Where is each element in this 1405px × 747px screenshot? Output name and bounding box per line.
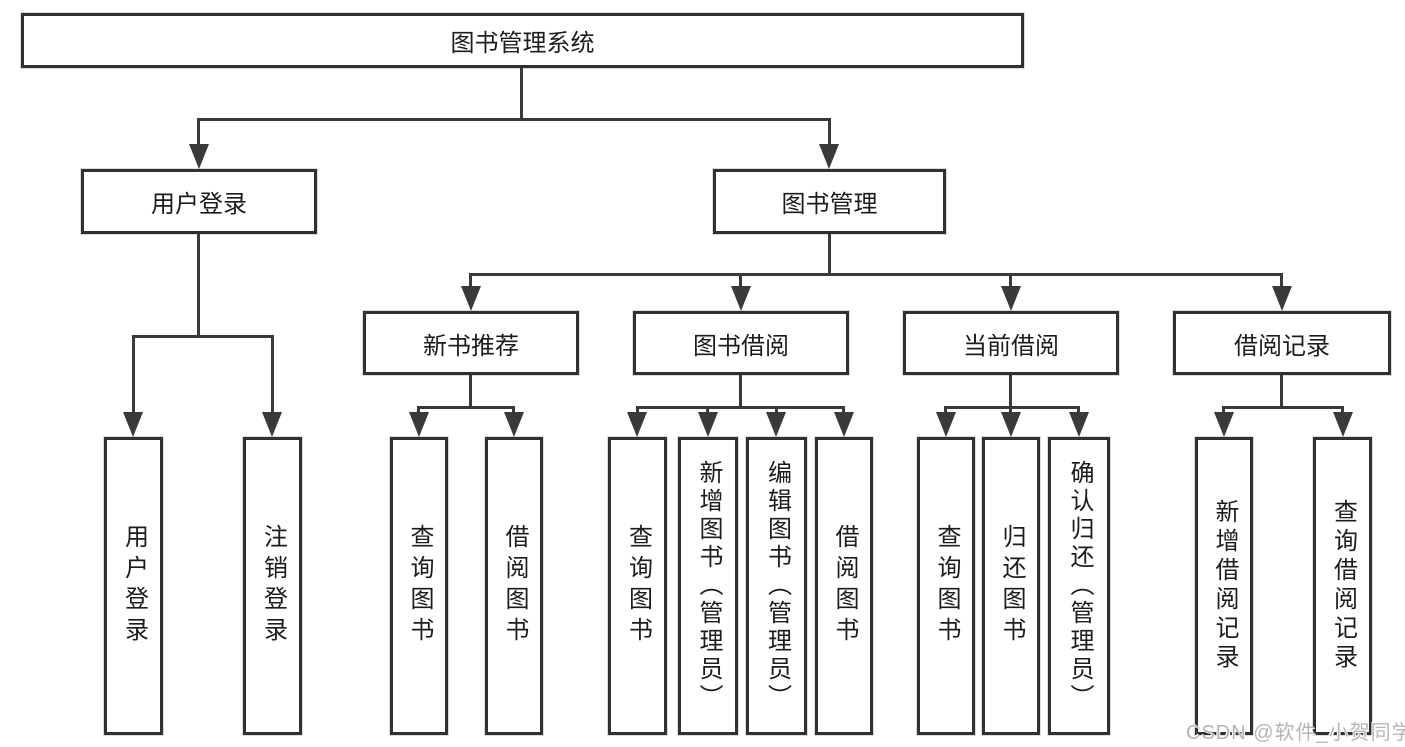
leaf-user-login: 用户登录 [104,437,163,735]
connector-line [1009,375,1012,406]
connector-line [197,234,200,335]
leaf-edit-book-admin: 编辑图书（管理员） [746,437,807,735]
node-label: 当前借阅 [963,332,1059,360]
node-label: 注销登录 [259,524,287,648]
connector-line [470,273,1283,276]
node-label: 新书推荐 [423,332,519,360]
node-label: 新增借阅记录 [1211,499,1238,673]
node-label: 查询图书 [406,524,433,648]
connector-line [636,406,639,412]
connector-line [706,406,709,412]
node-label: 编辑图书（管理员） [763,460,791,712]
connector-line [1009,273,1012,286]
node-label: 借阅记录 [1234,332,1330,360]
arrow-down-icon [1069,412,1089,437]
arrow-down-icon [1001,286,1021,311]
arrow-down-icon [1272,286,1292,311]
connector-line [944,406,947,412]
connector-line [417,406,420,412]
leaf-borrow-books-recommend: 借阅图书 [485,437,543,735]
connector-line [197,118,200,144]
arrow-down-icon [262,412,282,437]
connector-line [775,406,778,412]
node-label: 图书管理 [781,191,878,218]
arrow-down-icon [409,412,429,437]
node-book-management: 图书管理 [713,169,946,234]
connector-line [512,406,515,412]
node-label: 借阅图书 [831,524,858,648]
connector-line [828,234,831,273]
node-new-book-recommend: 新书推荐 [363,311,579,375]
arrow-down-icon [1214,412,1234,437]
node-label: 查询图书 [624,524,652,648]
leaf-confirm-return-admin: 确认归还（管理员） [1048,437,1110,735]
connector-line [1341,406,1344,412]
arrow-down-icon [819,144,839,169]
leaf-query-books-recommend: 查询图书 [390,437,448,735]
connector-line [739,375,742,406]
arrow-down-icon [627,412,647,437]
node-book-borrowing: 图书借阅 [633,311,849,375]
connector-line [842,406,845,412]
connector-line [636,406,845,409]
node-label: 确认归还（管理员） [1066,460,1093,712]
arrow-down-icon [504,412,524,437]
connector-line [1280,375,1283,406]
node-user-login: 用户登录 [81,169,317,234]
leaf-add-borrow-record: 新增借阅记录 [1195,437,1253,735]
leaf-borrow-books-borrowing: 借阅图书 [815,437,873,735]
arrow-down-icon [1001,412,1021,437]
node-label: 图书管理系统 [450,30,595,57]
node-label: 查询借阅记录 [1329,499,1357,673]
node-label: 用户登录 [120,524,148,648]
connector-line [1009,406,1012,412]
leaf-query-borrow-record: 查询借阅记录 [1313,437,1372,735]
node-label: 借阅图书 [501,524,528,648]
connector-line [132,335,274,338]
arrow-down-icon [461,286,481,311]
node-label: 用户登录 [151,191,247,218]
connector-line [1280,273,1283,286]
connector-line [1222,406,1225,412]
leaf-logout: 注销登录 [243,437,302,735]
arrow-down-icon [766,412,786,437]
connector-line [469,273,472,286]
connector-line [271,335,274,412]
leaf-return-book: 归还图书 [982,437,1040,735]
connector-line [198,118,831,121]
arrow-down-icon [731,286,751,311]
arrow-down-icon [698,412,718,437]
arrow-down-icon [936,412,956,437]
connector-line [469,375,472,406]
connector-line [1077,406,1080,412]
node-library-management-system: 图书管理系统 [21,13,1024,68]
arrow-down-icon [123,412,143,437]
node-label: 查询图书 [933,524,960,648]
node-label: 新增图书（管理员） [695,460,722,712]
connector-line [1222,406,1343,409]
leaf-add-book-admin: 新增图书（管理员） [678,437,738,735]
connector-line [417,406,515,409]
node-label: 图书借阅 [693,332,789,360]
leaf-query-books-current: 查询图书 [917,437,975,735]
connector-line [132,335,135,412]
connector-line [828,118,831,144]
node-current-borrowing: 当前借阅 [903,311,1119,375]
connector-line [520,68,523,118]
arrow-down-icon [834,412,854,437]
node-borrow-records: 借阅记录 [1173,311,1391,375]
connector-line [944,406,1080,409]
arrow-down-icon [189,144,209,169]
node-label: 归还图书 [998,524,1025,648]
arrow-down-icon [1333,412,1353,437]
leaf-query-books-borrowing: 查询图书 [608,437,667,735]
connector-line [739,273,742,286]
